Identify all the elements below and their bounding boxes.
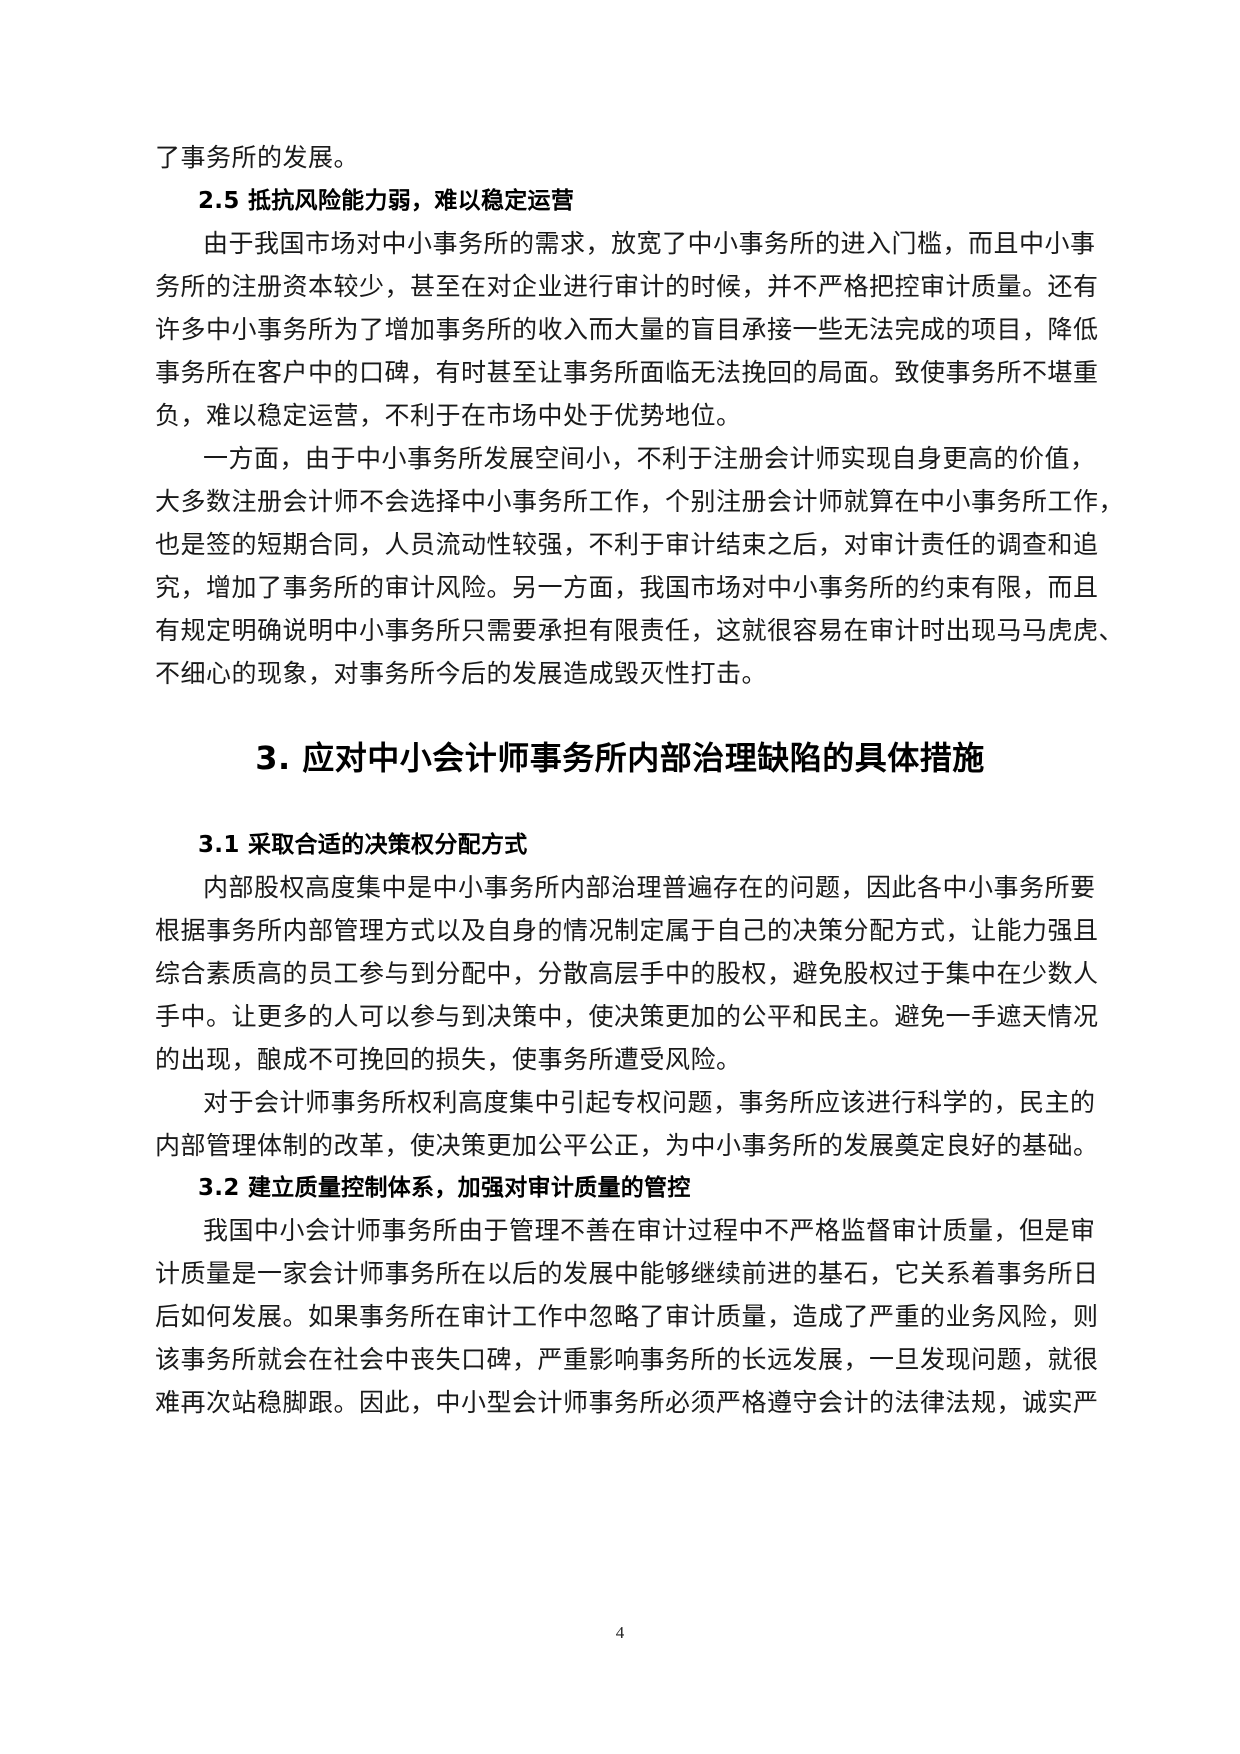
paragraph-line: 计质量是一家会计师事务所在以后的发展中能够继续前进的基石，它关系着事务所日	[155, 1259, 1099, 1288]
paragraph-line: 的出现，酿成不可挽回的损失，使事务所遭受风险。	[155, 1045, 742, 1074]
paragraph-line: 内部管理体制的改革，使决策更加公平公正，为中小事务所的发展奠定良好的基础。	[155, 1131, 1099, 1160]
section-heading-3-2: 3.2 建立质量控制体系，加强对审计质量的管控	[198, 1175, 691, 1201]
page-number: 4	[615, 1623, 625, 1642]
paragraph-line: 手中。让更多的人可以参与到决策中，使决策更加的公平和民主。避免一手遮天情况	[155, 1002, 1099, 1031]
paragraph-line: 不细心的现象，对事务所今后的发展造成毁灭性打击。	[155, 659, 768, 688]
paragraph-line: 对于会计师事务所权利高度集中引起专权问题，事务所应该进行科学的，民主的	[203, 1088, 1096, 1117]
paragraph-line: 由于我国市场对中小事务所的需求，放宽了中小事务所的进入门槛，而且中小事	[203, 229, 1096, 258]
paragraph-line: 一方面，由于中小事务所发展空间小，不利于注册会计师实现自身更高的价值，	[203, 444, 1096, 473]
paragraph-line: 务所的注册资本较少，甚至在对企业进行审计的时候，并不严格把控审计质量。还有	[155, 272, 1099, 301]
paragraph-line: 该事务所就会在社会中丧失口碑，严重影响事务所的长远发展，一旦发现问题，就很	[155, 1345, 1099, 1374]
section-heading-2-5: 2.5 抵抗风险能力弱，难以稳定运营	[198, 188, 575, 214]
paragraph-line: 许多中小事务所为了增加事务所的收入而大量的盲目承接一些无法完成的项目，降低	[155, 315, 1099, 344]
paragraph-line: 综合素质高的员工参与到分配中，分散高层手中的股权，避免股权过于集中在少数人	[155, 959, 1099, 988]
paragraph-line: 究，增加了事务所的审计风险。另一方面，我国市场对中小事务所的约束有限，而且	[155, 573, 1099, 602]
chapter-heading-3: 3. 应对中小会计师事务所内部治理缺陷的具体措施	[255, 739, 985, 777]
paragraph-line: 大多数注册会计师不会选择中小事务所工作，个别注册会计师就算在中小事务所工作，	[155, 487, 1125, 516]
paragraph-line: 内部股权高度集中是中小事务所内部治理普遍存在的问题，因此各中小事务所要	[203, 873, 1096, 902]
paragraph-line: 我国中小会计师事务所由于管理不善在审计过程中不严格监督审计质量，但是审	[203, 1216, 1096, 1245]
paragraph-line: 负，难以稳定运营，不利于在市场中处于优势地位。	[155, 401, 742, 430]
paragraph-line: 根据事务所内部管理方式以及自身的情况制定属于自己的决策分配方式，让能力强且	[155, 916, 1099, 945]
paragraph-line: 后如何发展。如果事务所在审计工作中忽略了审计质量，造成了严重的业务风险，则	[155, 1302, 1099, 1331]
paragraph-line: 事务所在客户中的口碑，有时甚至让事务所面临无法挽回的局面。致使事务所不堪重	[155, 358, 1099, 387]
paragraph-line: 也是签的短期合同，人员流动性较强，不利于审计结束之后，对审计责任的调查和追	[155, 530, 1099, 559]
carryover-text: 了事务所的发展。	[155, 143, 360, 172]
paragraph-line: 难再次站稳脚跟。因此，中小型会计师事务所必须严格遵守会计的法律法规，诚实严	[155, 1388, 1099, 1417]
section-heading-3-1: 3.1 采取合适的决策权分配方式	[198, 832, 528, 858]
paragraph-line: 有规定明确说明中小事务所只需要承担有限责任，这就很容易在审计时出现马马虎虎、	[155, 616, 1125, 645]
